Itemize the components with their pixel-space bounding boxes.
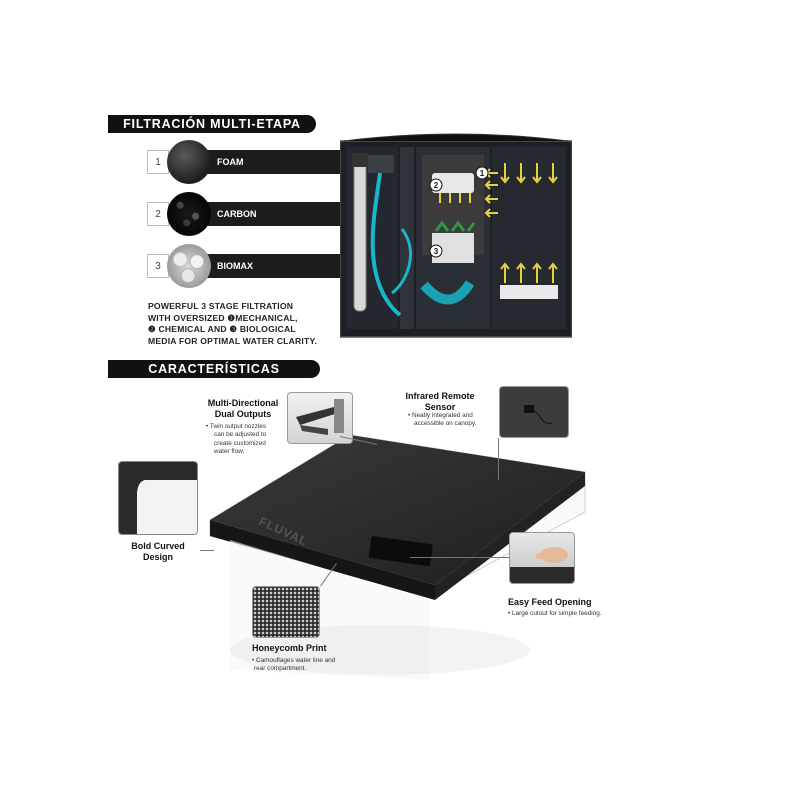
svg-text:1: 1	[480, 169, 485, 178]
flow-arrow-icon	[434, 220, 476, 232]
feature-curved-design-title: Bold Curved Design	[131, 541, 185, 562]
leader-line	[410, 557, 509, 558]
heater-icon	[353, 160, 367, 312]
return-chamber	[492, 147, 566, 329]
feature-easy-feed-title: Easy Feed Opening	[508, 597, 592, 607]
biomax-media-icon	[167, 244, 211, 288]
feature-dual-outputs-title: Multi-Directional Dual Outputs	[207, 398, 279, 419]
dual-outputs-photo	[287, 392, 353, 444]
leader-line	[200, 550, 214, 551]
pump-icon	[368, 155, 394, 173]
nozzle-icon	[296, 399, 344, 435]
feature-ir-sensor-title: Infrared Remote Sensor	[405, 391, 475, 412]
stage-number: 1	[147, 150, 169, 174]
honeycomb-print-photo	[252, 586, 320, 638]
filtration-description: POWERFUL 3 STAGE FILTRATION WITH OVERSIZ…	[148, 301, 318, 346]
svg-text:3: 3	[434, 247, 439, 256]
canopy-illustration: FLUVAL	[209, 434, 586, 680]
carbon-media-icon	[167, 192, 211, 236]
feature-honeycomb-desc: • Camouflages water line and rear compar…	[252, 657, 336, 673]
canopy-front-edge	[210, 520, 435, 600]
feed-opening	[368, 536, 433, 567]
stage-number: 3	[147, 254, 169, 278]
curved-corner-icon	[119, 462, 197, 534]
feed-opening-photo	[509, 532, 575, 584]
canopy-lid	[210, 435, 585, 585]
ir-sensor-photo	[499, 386, 569, 438]
curved-design-photo	[118, 461, 198, 535]
feature-ir-sensor-desc: • Neatly integrated and accessible on ca…	[408, 412, 477, 428]
water-flow-icon	[370, 172, 402, 317]
feature-dual-outputs-desc: • Twin output nozzles can be adjusted to…	[206, 423, 267, 456]
marker-3	[429, 244, 443, 258]
filter-cutaway-diagram: 1 2 3	[340, 133, 572, 338]
stage-number: 2	[147, 202, 169, 226]
features-header: CARACTERÍSTICAS	[108, 360, 320, 378]
leader-line	[498, 438, 499, 480]
marker-1	[475, 166, 489, 180]
feature-easy-feed-desc: • Large cutout for simple feeding.	[508, 610, 602, 617]
hand-icon	[510, 547, 574, 583]
carbon-bag-icon	[432, 173, 474, 193]
svg-text:2: 2	[434, 181, 439, 190]
sensor-icon	[524, 405, 553, 424]
filter-lid	[343, 133, 569, 142]
filtration-header: FILTRACIÓN MULTI-ETAPA	[108, 115, 316, 133]
feature-honeycomb-title: Honeycomb Print	[252, 643, 327, 653]
foam-media-icon	[167, 140, 211, 184]
marker-2	[429, 178, 443, 192]
